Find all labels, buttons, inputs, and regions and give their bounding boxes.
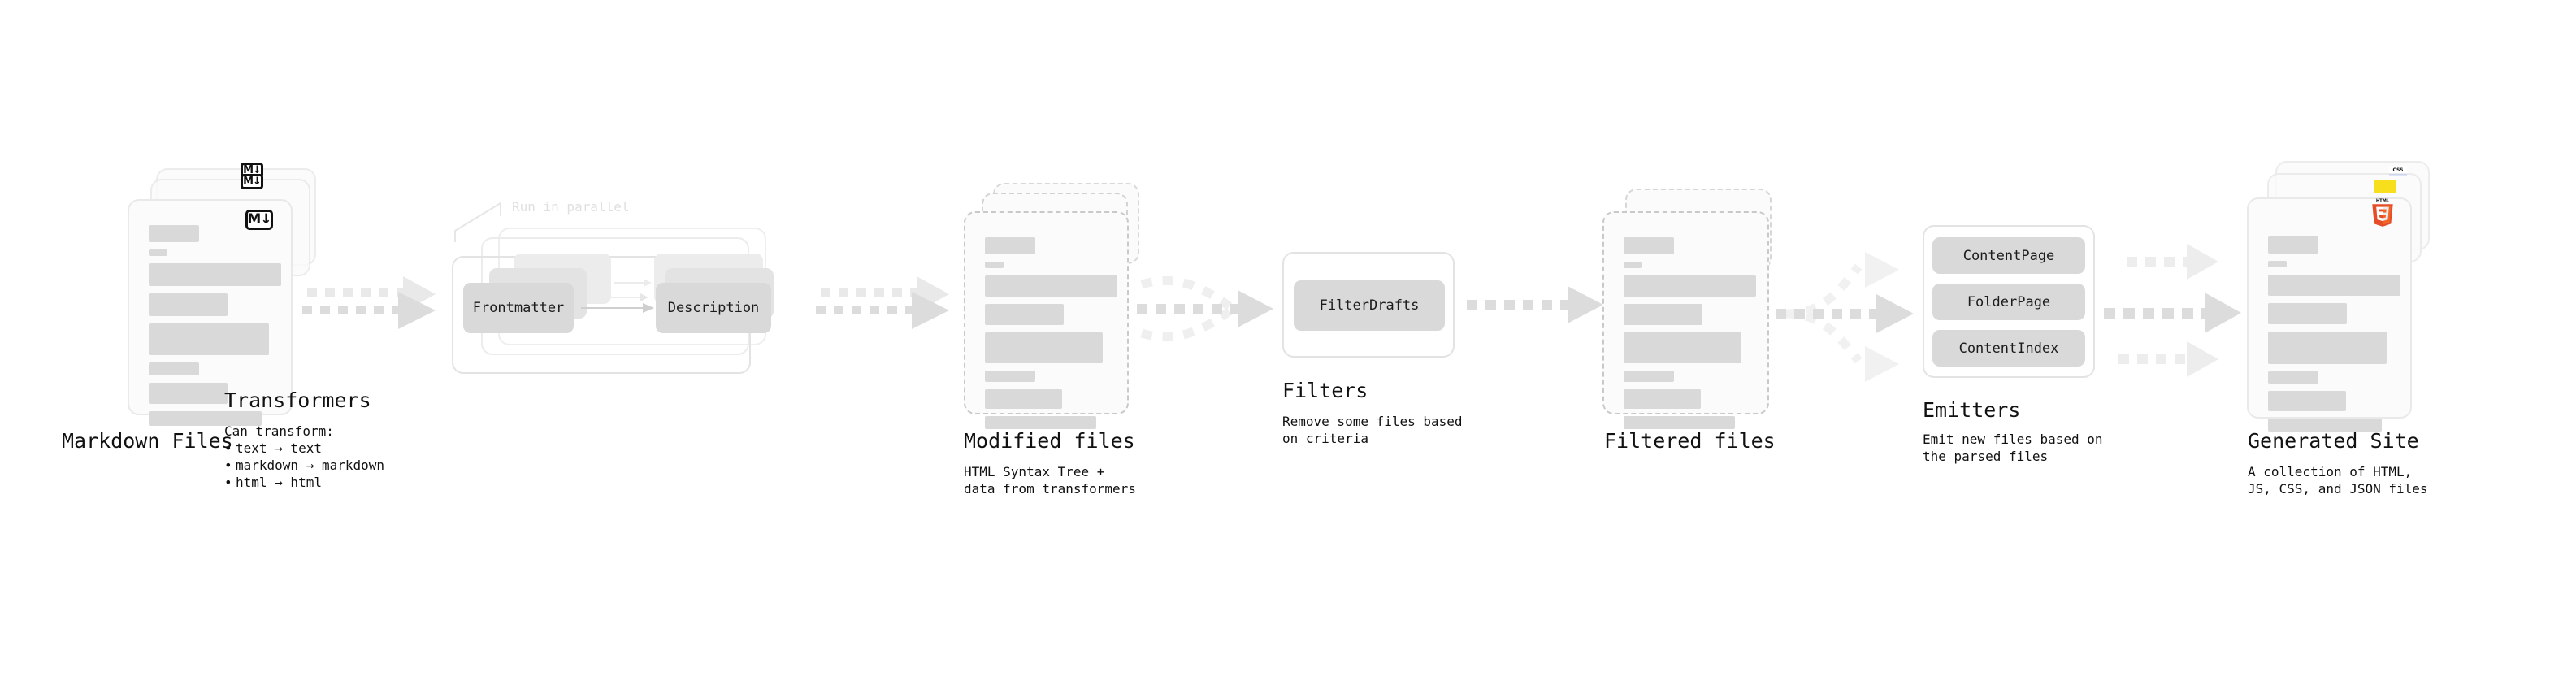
transformers-bullet-3: html → html bbox=[224, 474, 384, 491]
site-file-card-html bbox=[2247, 197, 2412, 432]
modified-file-card-front bbox=[964, 211, 1129, 429]
markdown-file-card-front bbox=[128, 199, 293, 426]
emitters-chip-contentpage[interactable]: ContentPage bbox=[1932, 237, 2085, 274]
markdown-badge-front: M↓ bbox=[245, 210, 273, 230]
js-badge bbox=[2374, 180, 2396, 193]
arrow-modified-to-filters bbox=[1137, 275, 1273, 342]
markdown-file-bars bbox=[149, 225, 281, 433]
emitters-chip-folderpage[interactable]: FolderPage bbox=[1932, 284, 2085, 320]
generated-site-subtitle: A collection of HTML, JS, CSS, and JSON … bbox=[2248, 464, 2428, 497]
arrow-filtered-to-emitters bbox=[1776, 252, 1914, 382]
css-badge-label: CSS bbox=[2392, 167, 2404, 173]
transformer-chip-frontmatter[interactable]: Frontmatter bbox=[463, 283, 574, 333]
svg-text:HTML: HTML bbox=[2376, 198, 2390, 203]
filters-chip-filterdrafts[interactable]: FilterDrafts bbox=[1294, 280, 1445, 331]
modified-files-title: Modified files bbox=[964, 429, 1135, 453]
transformers-subtitle: Can transform: text → text markdown → ma… bbox=[224, 423, 384, 491]
modified-files-subtitle: HTML Syntax Tree + data from transformer… bbox=[964, 464, 1136, 497]
markdown-badge-mid: M↓ bbox=[241, 174, 263, 189]
transformers-bullet-list: text → text markdown → markdown html → h… bbox=[224, 440, 384, 491]
filtered-file-bars bbox=[1624, 237, 1756, 436]
arrow-emitters-to-site bbox=[2104, 244, 2241, 377]
modified-file-bars bbox=[985, 237, 1117, 436]
filters-subtitle: Remove some files based on criteria bbox=[1282, 414, 1463, 446]
arrow-filters-to-filtered bbox=[1467, 286, 1603, 323]
emitters-subtitle: Emit new files based on the parsed files bbox=[1923, 432, 2103, 464]
run-in-parallel-leader bbox=[454, 202, 501, 242]
transformers-title: Transformers bbox=[224, 388, 371, 412]
filters-group bbox=[1282, 252, 1455, 358]
site-file-bars bbox=[2268, 223, 2400, 439]
arrow-markdown-to-transformers bbox=[302, 276, 436, 329]
filtered-file-card-front bbox=[1602, 211, 1769, 429]
emitters-title: Emitters bbox=[1923, 398, 2021, 422]
filters-title: Filters bbox=[1282, 379, 1368, 402]
html5-badge: HTML bbox=[2372, 198, 2393, 227]
transformer-connectors-ghost bbox=[611, 279, 652, 301]
transformer-chip-description[interactable]: Description bbox=[656, 283, 771, 333]
markdown-files-title: Markdown Files bbox=[62, 429, 233, 453]
transformers-bullet-1: text → text bbox=[224, 440, 384, 457]
run-in-parallel-label: Run in parallel bbox=[512, 199, 630, 215]
generated-site-title: Generated Site bbox=[2248, 429, 2419, 453]
emitters-chip-contentindex[interactable]: ContentIndex bbox=[1932, 330, 2085, 367]
filtered-files-title: Filtered files bbox=[1604, 429, 1776, 453]
transformers-bullet-2: markdown → markdown bbox=[224, 457, 384, 474]
transformers-subtitle-head: Can transform: bbox=[224, 423, 334, 439]
transformer-connector-front bbox=[581, 303, 654, 313]
emitters-group bbox=[1923, 225, 2095, 378]
arrow-transformers-to-modified bbox=[816, 276, 949, 329]
